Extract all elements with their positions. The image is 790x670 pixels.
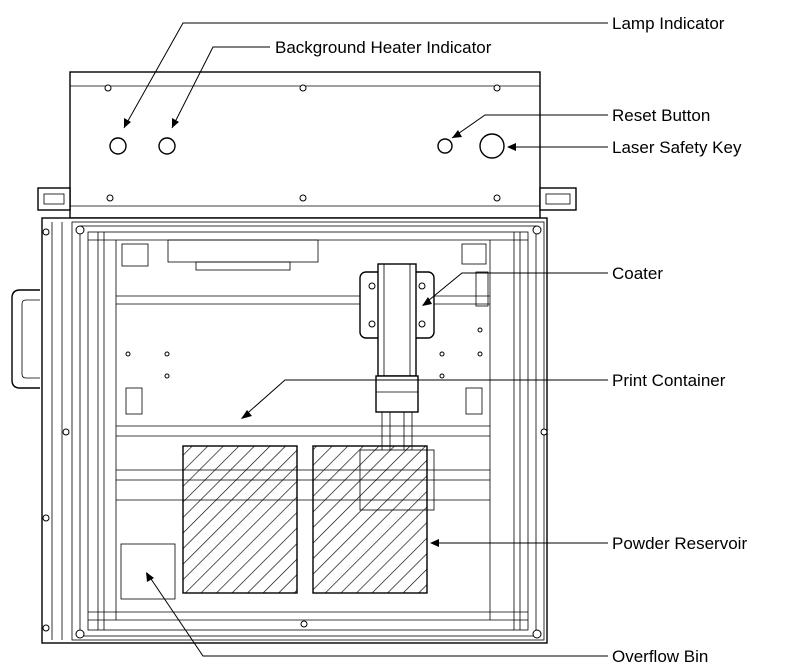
label-print-container: Print Container [612, 371, 726, 390]
heater-indicator-icon [158, 137, 176, 155]
label-lamp-indicator: Lamp Indicator [612, 14, 725, 33]
label-coater: Coater [612, 264, 663, 283]
label-laser-safety-key: Laser Safety Key [612, 138, 742, 157]
overflow-bin [120, 543, 176, 600]
print-container [182, 445, 298, 594]
label-overflow-bin: Overflow Bin [612, 647, 708, 666]
leader-lines [123, 22, 608, 657]
control-panel [37, 71, 577, 219]
lamp-indicator-icon [109, 137, 127, 155]
label-powder-reservoir: Powder Reservoir [612, 534, 747, 553]
label-reset-button: Reset Button [612, 106, 710, 125]
powder-reservoir [312, 445, 428, 594]
reset-button-icon[interactable] [437, 138, 453, 154]
coater-assembly [359, 263, 489, 511]
label-background-heater-indicator: Background Heater Indicator [275, 38, 492, 57]
laser-safety-key-icon[interactable] [479, 133, 505, 159]
